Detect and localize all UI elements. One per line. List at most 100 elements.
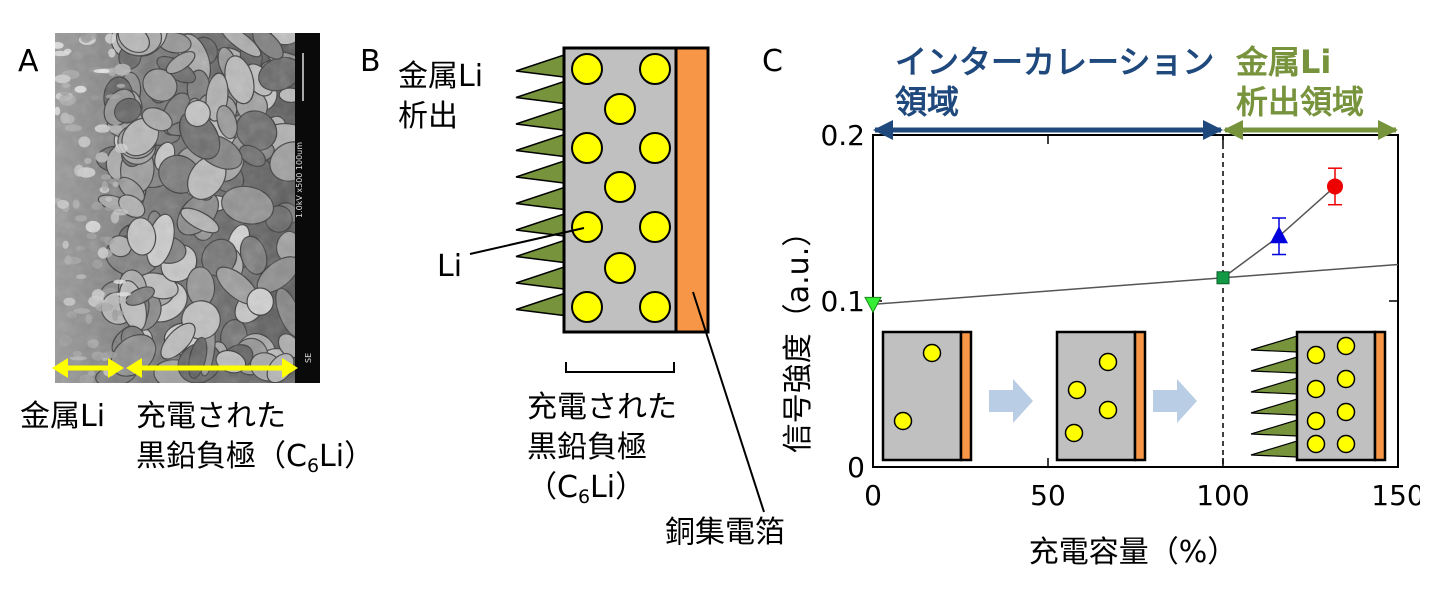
inset-dendrite [1250, 398, 1298, 416]
li-particle [571, 211, 603, 243]
li-particle [571, 132, 603, 164]
dendrite-spike [515, 265, 565, 290]
dendrite-spike [515, 186, 565, 211]
intercalation-region-label: インターカレーション 領域 [895, 42, 1214, 122]
inset-copper [1373, 330, 1387, 462]
metal-deposition-line2: 析出 [398, 99, 458, 134]
li-particle [604, 93, 636, 125]
x-tick-label: 50 [1030, 479, 1066, 512]
x-axis-label: 充電容量（%） [1029, 535, 1238, 570]
li-particles [571, 53, 671, 323]
sem-scale-text: 1.0kV x500 100um [295, 142, 304, 218]
inset-dendrite [1250, 377, 1298, 395]
x-tick-label: 0 [864, 479, 882, 512]
deposition-region-label: 金属Li 析出領域 [1236, 42, 1364, 122]
dendrite-spike [515, 133, 565, 158]
progress-arrow [989, 379, 1033, 423]
inset-li [922, 343, 942, 363]
anode-arrow [126, 358, 298, 378]
li-particle [571, 291, 603, 323]
panel-c-letter: C [762, 44, 783, 79]
dendrite-spike [515, 106, 565, 131]
inset-dendrite [1250, 419, 1298, 437]
electrode-diagram [469, 46, 765, 513]
panel-a-arrows [52, 358, 298, 378]
data-point-2 [1270, 226, 1288, 244]
deposition-line1: 金属Li [1236, 43, 1332, 81]
dendrite-spike [515, 212, 565, 237]
charged-anode-label: 充電された 黒鉛負極（C6Li） [136, 397, 374, 477]
copper-foil [674, 46, 710, 334]
y-tick-label: 0.2 [820, 119, 865, 152]
dendrite-layer [515, 53, 565, 317]
inset-dendrite [1250, 440, 1298, 458]
inset-li [1336, 369, 1356, 389]
dendrite-spike [515, 80, 565, 105]
inset-electrode [1055, 330, 1147, 462]
intercalation-line2: 領域 [895, 83, 960, 121]
inset-graphite [1055, 330, 1137, 462]
inset-li [1064, 423, 1084, 443]
li-particle [604, 252, 636, 284]
metal-deposition-line1: 金属Li [398, 59, 484, 94]
y-tick-label: 0.1 [820, 285, 865, 318]
li-particle [639, 211, 671, 243]
sem-info-bar [295, 33, 320, 383]
intercalation-line1: インターカレーション [895, 43, 1215, 81]
chart-insets [881, 330, 1387, 462]
inset-li [1306, 379, 1326, 399]
li-particle [639, 132, 671, 164]
li-particle [639, 53, 671, 85]
dendrite-spike [515, 53, 565, 78]
anode-line2: 黒鉛負極 [527, 430, 647, 465]
inset-li [1067, 380, 1087, 400]
inset-li [893, 411, 913, 431]
inset-li [1336, 402, 1356, 422]
b-formula-sub: 6 [577, 486, 591, 508]
trend-line [872, 263, 1399, 306]
inset-li [1306, 411, 1326, 431]
inset-electrode [881, 330, 973, 462]
anode-line1: 充電された [527, 390, 677, 425]
li-particle [604, 171, 636, 203]
deposition-line2: 析出領域 [1236, 83, 1365, 121]
dendrite-spike [515, 159, 565, 184]
collector-leader-line [692, 291, 765, 513]
inset-dendrite [1250, 356, 1298, 374]
data-point-1 [1216, 271, 1230, 285]
metal-li-label: 金属Li [20, 399, 106, 434]
metal-deposition-label: 金属Li 析出 [398, 57, 483, 137]
anode-line3: （C6Li） [527, 468, 677, 508]
li-particle [639, 291, 671, 323]
inset-li [1306, 345, 1326, 365]
li-particle [571, 53, 603, 85]
b-formula-open: （C [527, 470, 578, 505]
inset-copper [1133, 330, 1147, 462]
metal-li-arrow [52, 358, 124, 378]
dendrite-spike [515, 292, 565, 317]
inset-li [1306, 434, 1326, 454]
copper-collector-label: 銅集電箔 [665, 515, 785, 550]
y-tick-label: 0 [847, 451, 865, 484]
charged-anode-name: 黒鉛負極 [136, 439, 256, 474]
charged-anode-line1: 充電された [136, 399, 286, 434]
inset-li [1336, 336, 1356, 356]
dendrite-spike [515, 239, 565, 264]
data-point-3 [1327, 178, 1343, 195]
sem-image: 1.0kV x500 100um SE [55, 33, 320, 383]
inset-copper [959, 330, 973, 462]
data-point-0 [864, 296, 882, 314]
formula-close: Li） [319, 439, 375, 474]
progress-arrow [1153, 379, 1197, 423]
sem-mode-text: SE [304, 353, 313, 363]
li-label: Li [437, 249, 463, 284]
x-tick-label: 100 [1196, 479, 1249, 512]
formula-open: （C [256, 439, 307, 474]
anode-label: 充電された 黒鉛負極 （C6Li） [527, 388, 677, 508]
inset-li [1098, 352, 1118, 372]
panel-a-letter: A [18, 44, 39, 79]
b-formula-close: Li） [590, 470, 646, 505]
inset-dendrite [1250, 335, 1298, 353]
y-axis-label: 信号強度（a.u.） [781, 217, 816, 453]
